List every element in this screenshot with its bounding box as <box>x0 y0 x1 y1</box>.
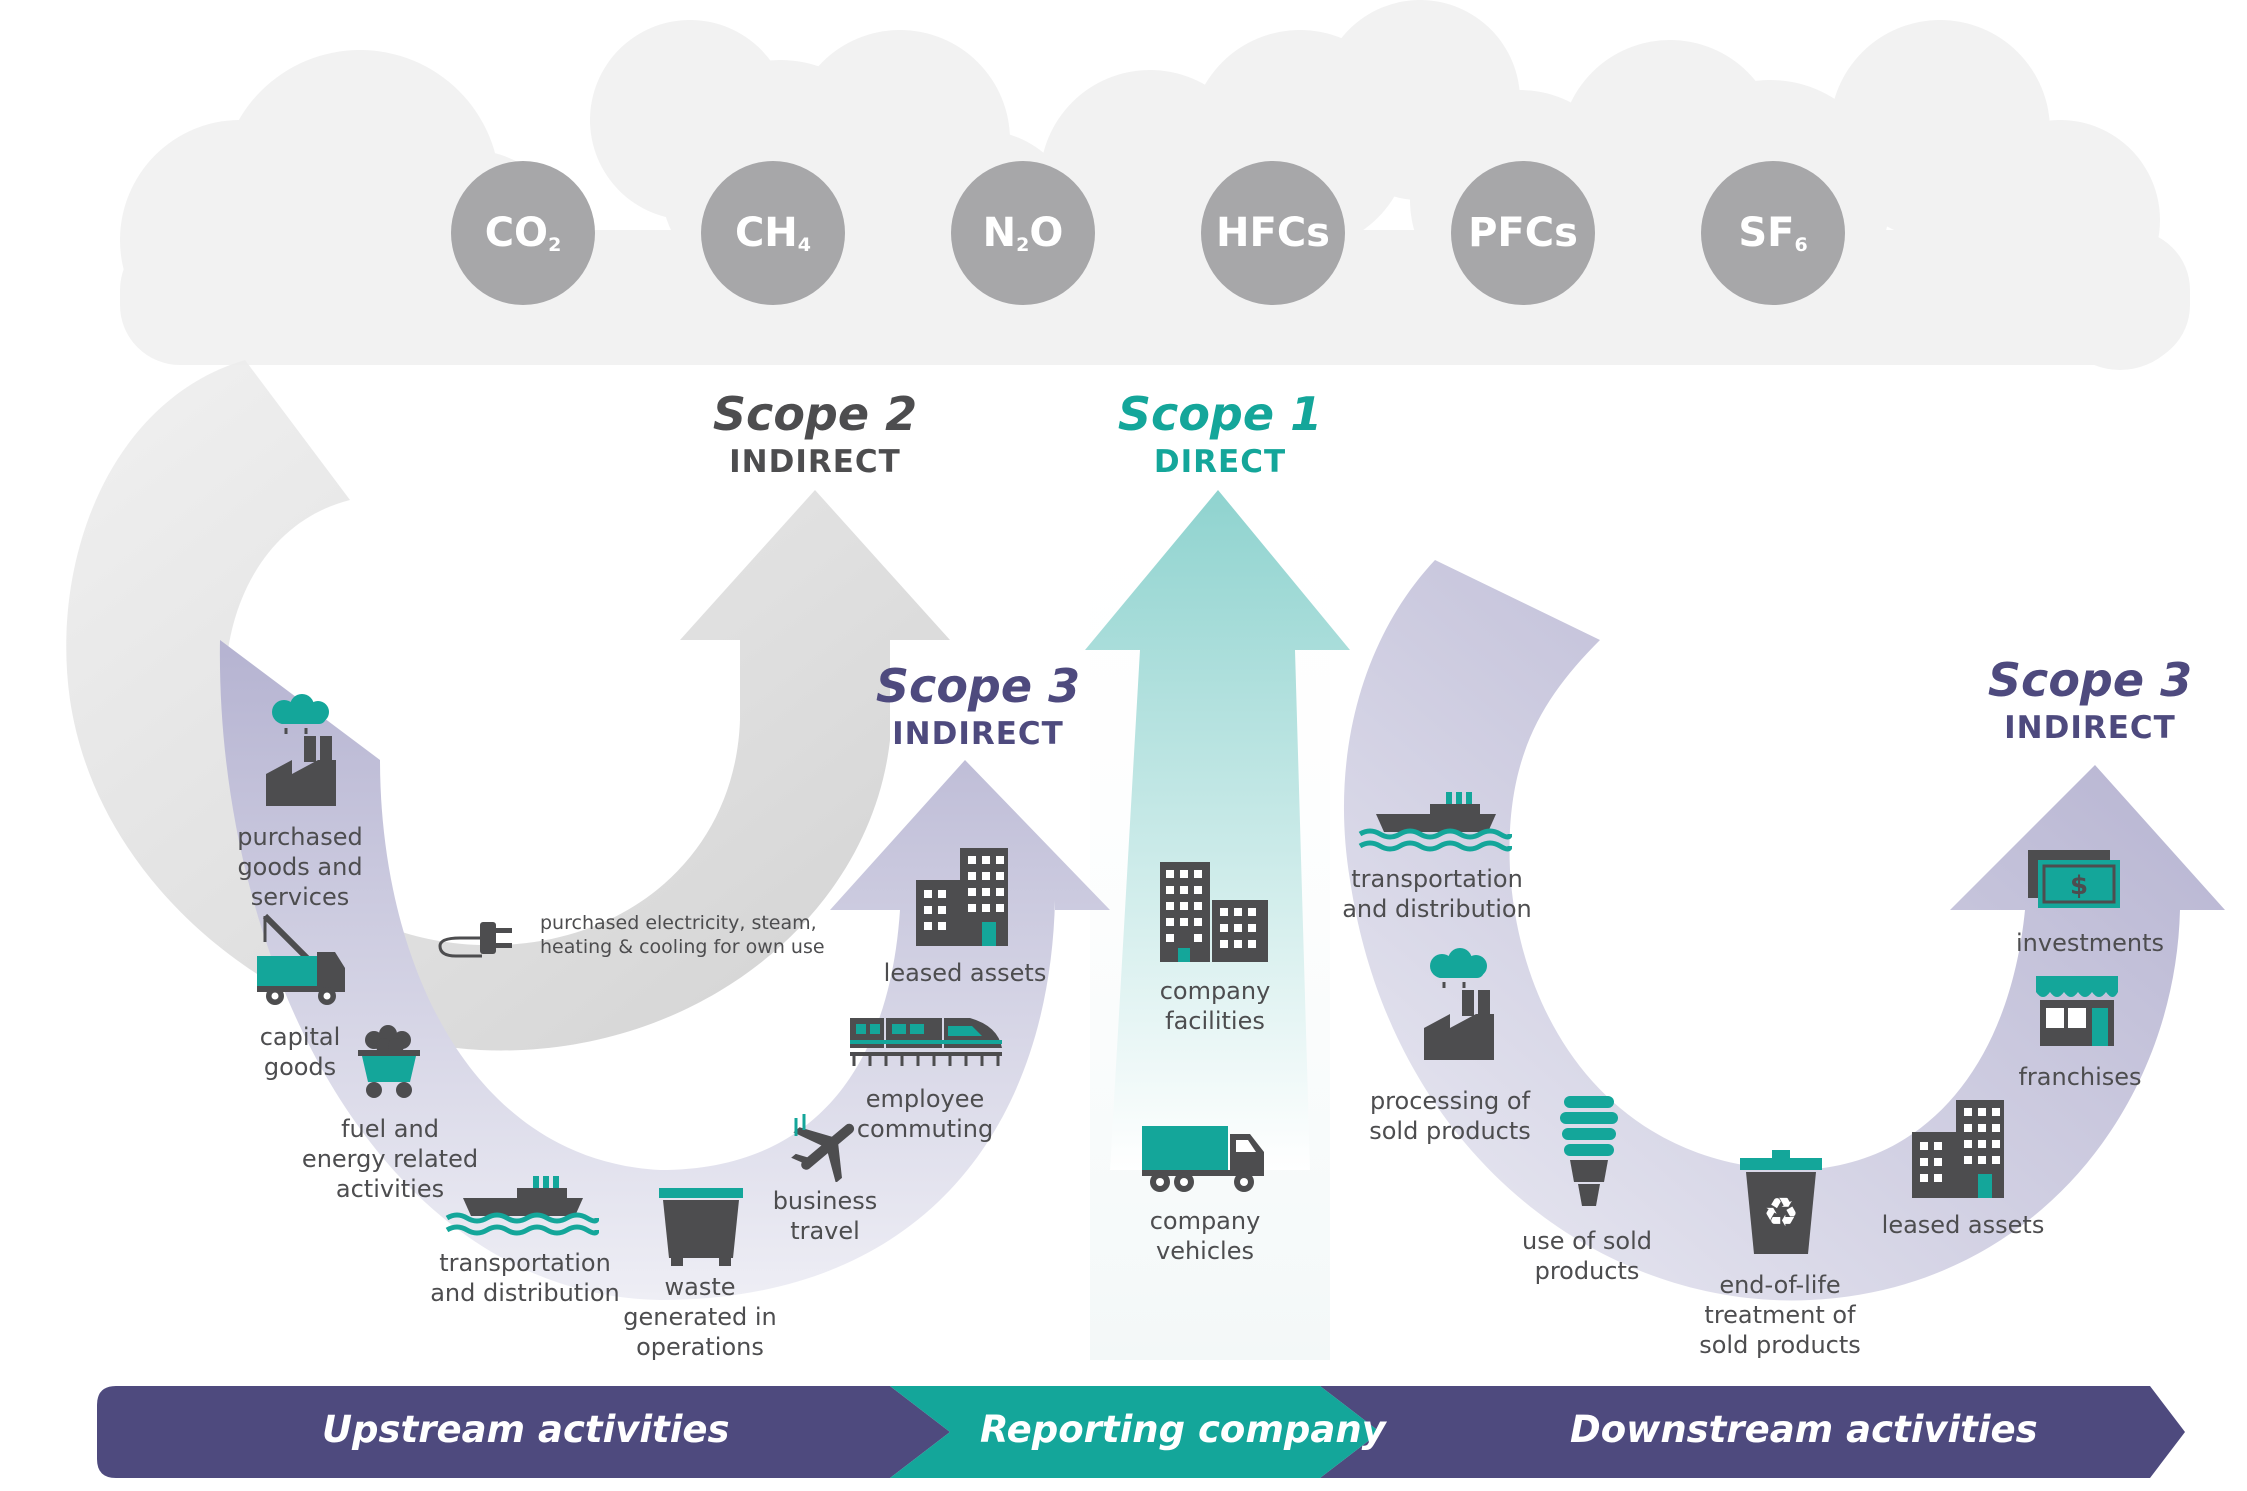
scope3-upstream-heading: Scope 3 INDIRECT <box>818 659 1138 753</box>
light-bulb-icon <box>1560 1096 1618 1206</box>
label-purchased-goods: purchased goods and services <box>237 823 363 911</box>
leased-building-icon <box>1912 1100 2004 1198</box>
label-fuel-energy: fuel and energy related activities <box>301 1115 479 1203</box>
scope1-name: Scope 1 <box>1117 387 1323 441</box>
label-upstream-transport: transportation and distribution <box>430 1249 620 1307</box>
downstream-activities-label: Downstream activities <box>1570 1408 2038 1451</box>
label-franchises: franchises <box>2018 1063 2142 1091</box>
reporting-company-label: Reporting company <box>980 1408 1386 1451</box>
plug-icon <box>438 922 512 958</box>
train-icon <box>850 1018 1002 1066</box>
gas-pfcs: PFCs <box>1451 161 1595 305</box>
label-company-facilities: company facilities <box>1159 977 1271 1035</box>
coal-cart-icon <box>358 1025 420 1098</box>
shop-icon <box>2036 976 2118 1046</box>
svg-text:♻: ♻ <box>1763 1190 1799 1236</box>
scope3-downstream-kind: INDIRECT <box>2004 710 2176 747</box>
label-end-of-life: end-of-life treatment of sold products <box>1699 1271 1861 1359</box>
label-investments: investments <box>2015 929 2165 957</box>
reporting-bar <box>890 1386 1380 1478</box>
label-business-travel: business travel <box>772 1187 878 1245</box>
downstream-bar <box>1320 1386 2185 1478</box>
label-upstream-leased-assets: leased assets <box>883 959 1047 987</box>
plane-icon <box>791 1114 855 1182</box>
label-waste: waste generated in operations <box>623 1273 777 1361</box>
scope3-upstream-kind: INDIRECT <box>892 716 1064 753</box>
truck-icon <box>1142 1126 1264 1192</box>
scope2-heading: Scope 2 INDIRECT <box>655 387 975 481</box>
scope2-kind: INDIRECT <box>729 444 901 481</box>
scope2-name: Scope 2 <box>712 387 918 441</box>
label-purchased-electricity: purchased electricity, steam, heating & … <box>540 912 825 958</box>
scope1-kind: DIRECT <box>1153 444 1287 481</box>
crane-truck-icon <box>257 913 345 1005</box>
factory-downstream-icon <box>1424 948 1494 1060</box>
scope3-downstream-heading: Scope 3 INDIRECT <box>1930 653 2247 747</box>
scope3-downstream-name: Scope 3 <box>1987 653 2193 707</box>
label-employee-commuting: employee commuting <box>856 1085 994 1143</box>
money-icon: $ <box>2028 850 2120 908</box>
gas-hfcs: HFCs <box>1201 161 1345 305</box>
building-icon <box>916 848 1008 946</box>
label-use-of-sold: use of sold products <box>1522 1227 1652 1285</box>
company-building-icon <box>1160 862 1268 962</box>
label-company-vehicles: company vehicles <box>1149 1207 1261 1265</box>
upstream-bar <box>97 1386 950 1478</box>
recycle-bin-icon: ♻ <box>1740 1150 1822 1254</box>
upstream-activities-label: Upstream activities <box>322 1408 730 1451</box>
waste-container-icon <box>659 1188 743 1266</box>
scope1-heading: Scope 1 DIRECT <box>1060 387 1380 481</box>
scope3-upstream-arrow <box>219 640 1110 1300</box>
scope3-upstream-name: Scope 3 <box>875 659 1081 713</box>
factory-icon <box>266 694 336 806</box>
label-capital-goods: capital goods <box>259 1023 341 1081</box>
svg-text:$: $ <box>2070 871 2088 901</box>
ship-icon <box>445 1176 599 1236</box>
ship-downstream-icon <box>1358 792 1512 852</box>
cloud-band <box>120 0 2190 370</box>
label-processing: processing of sold products <box>1369 1087 1531 1145</box>
scope1-arrow <box>1085 490 1350 1170</box>
label-downstream-transport: transportation and distribution <box>1342 865 1532 923</box>
label-downstream-leased-assets: leased assets <box>1881 1211 2045 1239</box>
